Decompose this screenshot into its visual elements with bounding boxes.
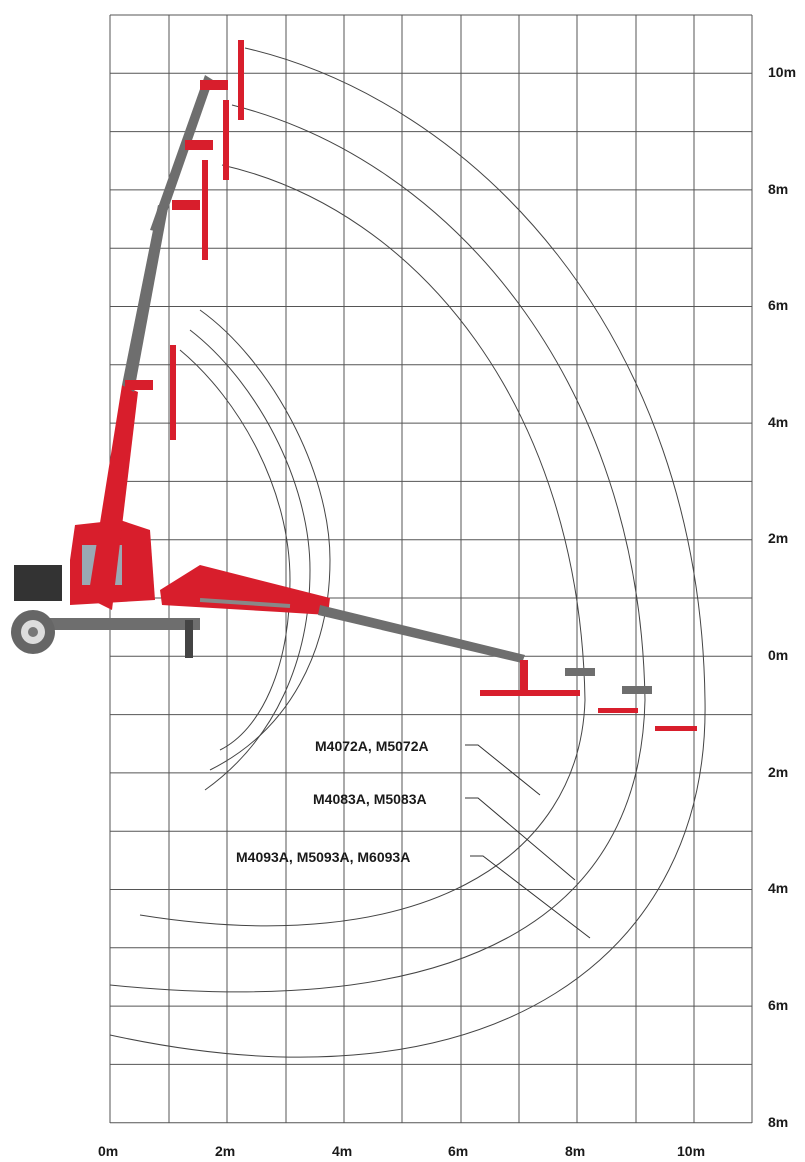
- right-axis-label: 10m: [768, 64, 796, 80]
- reach-arcs: [109, 47, 706, 1058]
- model-leader-1: [465, 744, 541, 796]
- model-label-1: M4072A, M5072A: [315, 738, 429, 754]
- right-axis-label: 8m: [768, 1114, 788, 1130]
- inner-arc-1: [199, 309, 331, 771]
- bottom-axis-label: 8m: [565, 1143, 585, 1159]
- bottom-axis-label: 0m: [98, 1143, 118, 1159]
- telehandler-machine-icon: [11, 75, 525, 663]
- inner-arc-2: [189, 329, 311, 791]
- right-axis-label: 2m: [768, 530, 788, 546]
- right-axis-label: 8m: [768, 181, 788, 197]
- model-label-2: M4083A, M5083A: [313, 791, 427, 807]
- bottom-axis-label: 2m: [215, 1143, 235, 1159]
- inner-arc-3: [179, 349, 291, 751]
- right-axis-label: 2m: [768, 764, 788, 780]
- right-axis-label: 6m: [768, 997, 788, 1013]
- reach-arc-m4072a: [139, 164, 586, 927]
- right-axis-label: 4m: [768, 414, 788, 430]
- bottom-axis-label: 10m: [677, 1143, 705, 1159]
- right-axis: 10m 8m 6m 4m 2m 0m 2m 4m 6m 8m: [768, 64, 796, 1130]
- model-label-3: M4093A, M5093A, M6093A: [236, 849, 410, 865]
- model-leader-2: [465, 797, 576, 881]
- model-labels: M4072A, M5072A M4083A, M5083A M4093A, M5…: [236, 738, 591, 939]
- grid: [109, 14, 753, 1124]
- right-axis-label: 0m: [768, 647, 788, 663]
- bottom-axis-label: 4m: [332, 1143, 352, 1159]
- right-axis-label: 4m: [768, 880, 788, 896]
- reach-arc-m4083a: [109, 104, 646, 993]
- right-axis-label: 6m: [768, 297, 788, 313]
- bottom-axis-label: 6m: [448, 1143, 468, 1159]
- tine-fork-attachment-icon: [125, 40, 697, 731]
- reach-arc-m4093a: [109, 47, 706, 1058]
- model-leader-3: [470, 855, 591, 939]
- bottom-axis: 0m 2m 4m 6m 8m 10m: [98, 1143, 705, 1159]
